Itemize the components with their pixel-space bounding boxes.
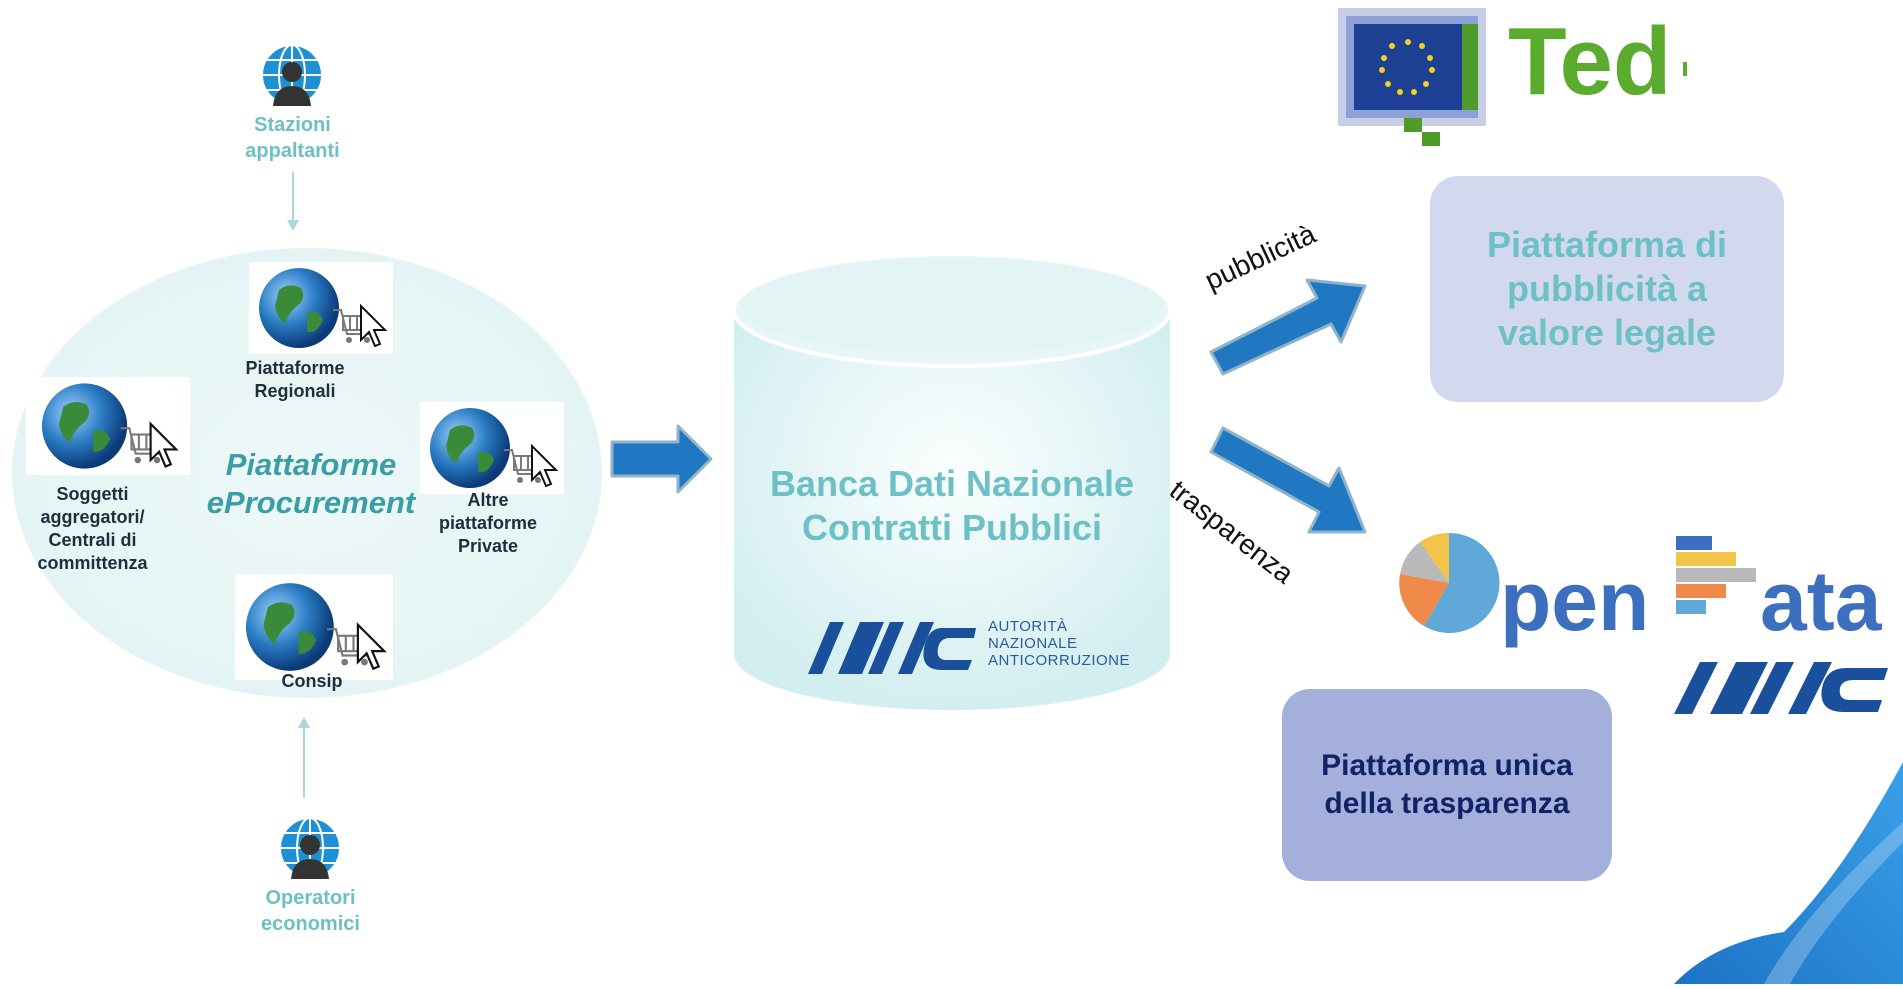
piattaforme-regionali-icon xyxy=(249,262,393,354)
down-arrow-connector xyxy=(286,172,300,232)
ted-logo-text: Ted xyxy=(1508,8,1672,115)
stazioni-appaltanti-label: Stazioni appaltanti xyxy=(245,114,340,162)
anac-sub-line2: NAZIONALE xyxy=(988,635,1078,652)
ted-logo-mark xyxy=(1336,6,1496,156)
altre-piattaforme-icon xyxy=(420,402,564,494)
soggetti-aggregatori-label: Soggetti aggregatori/ Centrali di commit… xyxy=(37,484,148,573)
anac-sub-line1: AUTORITÀ xyxy=(988,618,1068,635)
stazioni-appaltanti-icon xyxy=(259,42,325,108)
database-cylinder xyxy=(730,246,1174,716)
pubblicita-platform-box: Piattaforma di pubblicità a valore legal… xyxy=(1430,176,1784,402)
opendata-bars-icon xyxy=(1676,534,1756,630)
trasparenza-arrow xyxy=(1205,420,1375,542)
operatori-economici-icon xyxy=(277,815,343,881)
up-arrow-connector xyxy=(297,716,311,798)
eprocurement-title-line1: Piattaforme xyxy=(225,447,397,482)
database-title-line1: Banca Dati Nazionale xyxy=(769,463,1135,504)
opendata-pie-icon xyxy=(1394,528,1504,638)
eprocurement-title-line2: eProcurement xyxy=(206,485,416,520)
opendata-text-pen: pen xyxy=(1500,554,1650,648)
trasparenza-platform-box: Piattaforma unica della trasparenza xyxy=(1282,689,1612,881)
arrow-to-database xyxy=(610,424,714,494)
pubblicita-arrow xyxy=(1205,262,1375,382)
opendata-text-ata: ata xyxy=(1760,554,1882,648)
soggetti-aggregatori-icon xyxy=(26,377,190,475)
piattaforme-regionali-label: Piattaforme Regionali xyxy=(245,358,345,401)
database-title-line2: Contratti Pubblici xyxy=(802,507,1102,548)
altre-piattaforme-label: Altre piattaforme Private xyxy=(438,490,537,556)
anac-small-logo xyxy=(1674,660,1888,716)
anac-sub-line3: ANTICORRUZIONE xyxy=(988,652,1130,669)
anac-logo-subtitle: AUTORITÀ NAZIONALE ANTICORRUZIONE xyxy=(988,618,1138,669)
anac-logo xyxy=(808,618,976,678)
operatori-economici-label: Operatori economici xyxy=(261,887,360,935)
database-title: Banca Dati Nazionale Contratti Pubblici xyxy=(740,462,1164,550)
consip-label: Consip xyxy=(281,671,343,691)
corner-swoosh-decoration xyxy=(1674,762,1903,984)
consip-icon xyxy=(235,574,393,680)
ted-logo-tick xyxy=(1683,62,1687,76)
eprocurement-title: Piattaforme eProcurement xyxy=(196,446,426,522)
